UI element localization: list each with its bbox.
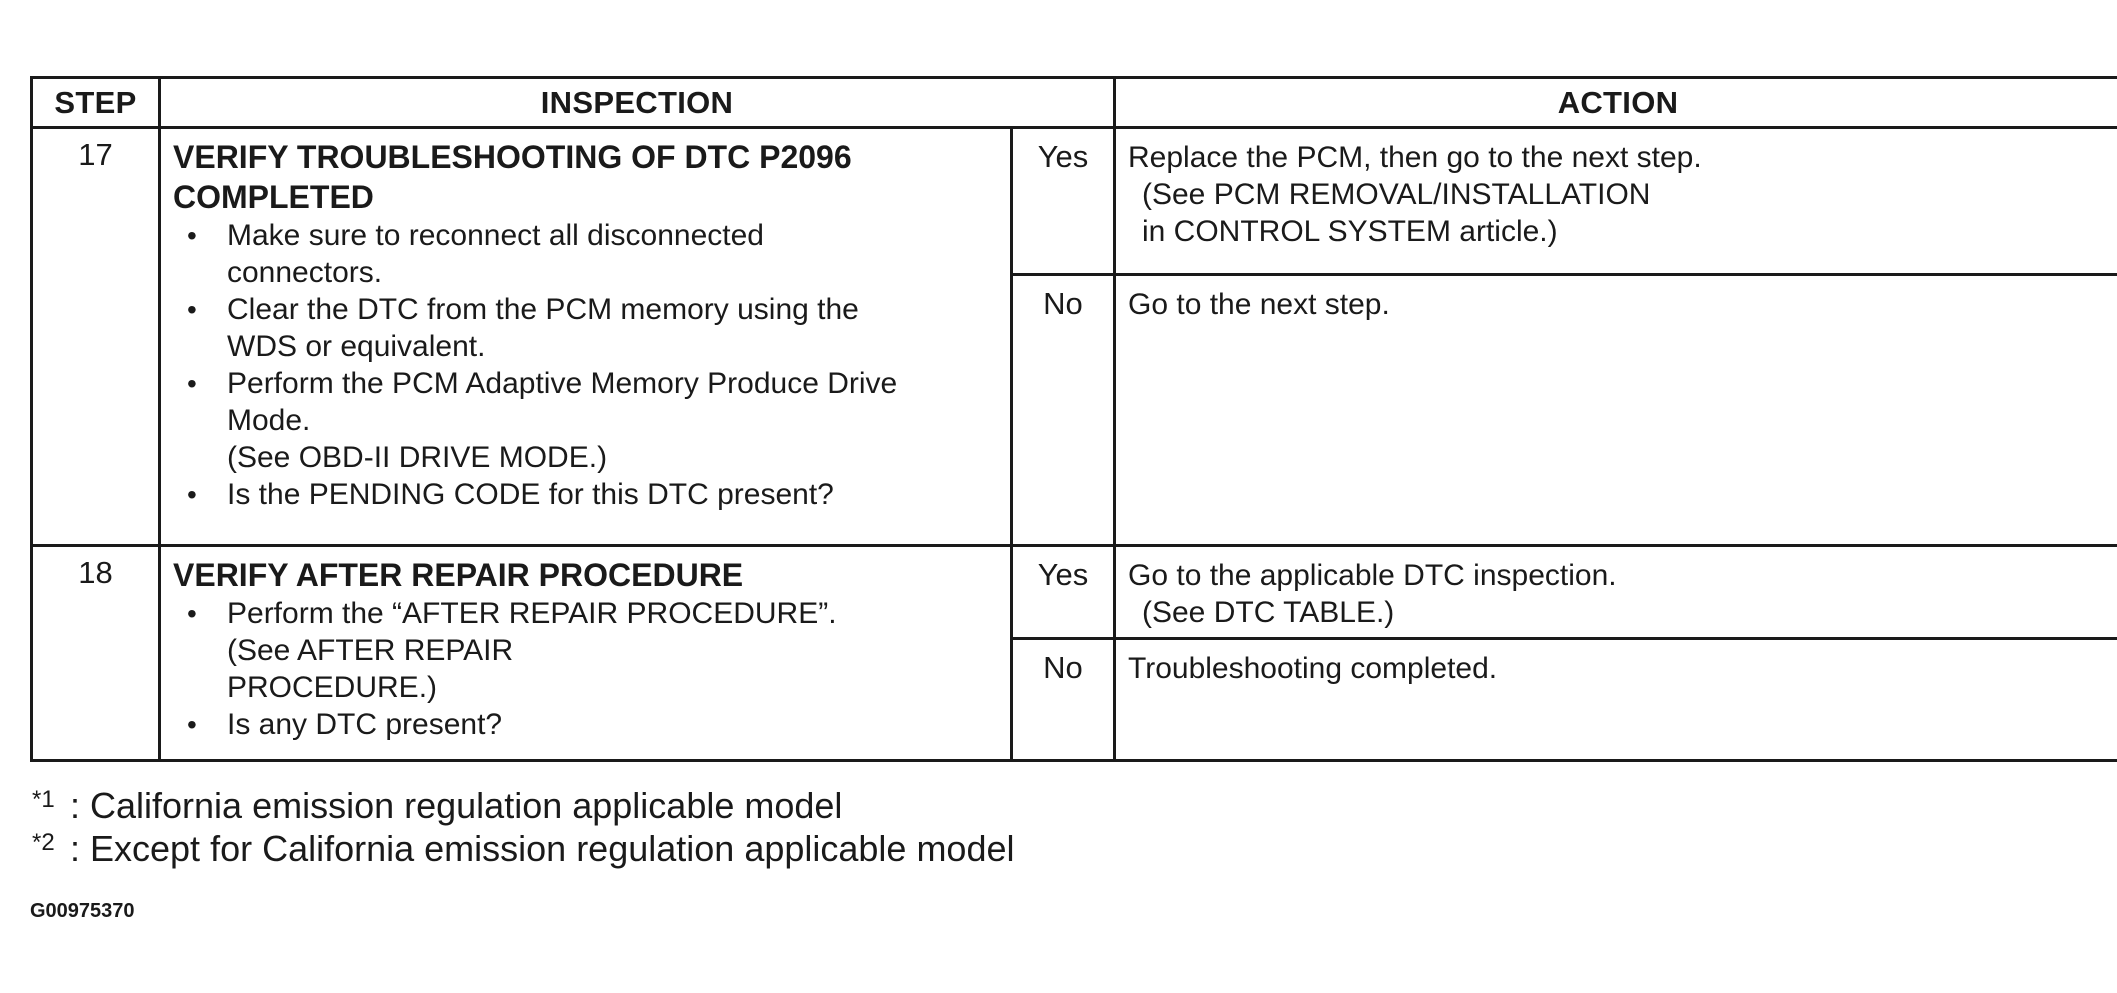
action-text: Go to the applicable DTC inspection. xyxy=(1128,559,1617,592)
inspection-title: VERIFY AFTER REPAIR PROCEDURE xyxy=(173,557,744,593)
header-step: STEP xyxy=(30,76,161,129)
yes-label: Yes xyxy=(1010,544,1116,640)
inspection-cell: VERIFY TROUBLESHOOTING OF DTC P2096 COMP… xyxy=(158,126,1013,547)
step-number: 18 xyxy=(30,544,161,762)
footnote: *2 : Except for California emission regu… xyxy=(30,827,1015,870)
inspection-title: COMPLETED xyxy=(173,179,374,215)
yes-action: Go to the applicable DTC inspection. (Se… xyxy=(1113,544,2117,640)
diagnostic-table: STEP INSPECTION ACTION 17 VERIFY TROUBLE… xyxy=(30,76,2117,762)
yes-action: Replace the PCM, then go to the next ste… xyxy=(1113,126,2117,276)
step-number: 17 xyxy=(30,126,161,547)
header-inspection: INSPECTION xyxy=(158,76,1116,129)
list-item: (See AFTER REPAIR PROCEDURE.) xyxy=(227,634,514,704)
inspection-cell: VERIFY AFTER REPAIR PROCEDURE Perform th… xyxy=(158,544,1013,762)
list-item: Clear the DTC from the PCM memory using … xyxy=(187,291,927,365)
footnotes: *1 : California emission regulation appl… xyxy=(30,784,1015,870)
footnote-marker: *1 xyxy=(32,786,55,813)
action-text: Replace the PCM, then go to the next ste… xyxy=(1128,141,1702,174)
footnote-marker: *2 xyxy=(32,829,55,856)
figure-id: G00975370 xyxy=(30,900,135,922)
list-item: (See OBD-II DRIVE MODE.) xyxy=(227,441,608,474)
footnote-text: : Except for California emission regulat… xyxy=(70,828,1015,869)
table-row: 17 VERIFY TROUBLESHOOTING OF DTC P2096 C… xyxy=(30,126,2117,547)
table-row: No Troubleshooting completed. xyxy=(32,637,2117,762)
list-item: Is the PENDING CODE for this DTC present… xyxy=(187,476,996,513)
no-action: Troubleshooting completed. xyxy=(1113,637,2117,762)
inspection-steps: Make sure to reconnect all disconnected … xyxy=(173,217,996,513)
table-row: 18 VERIFY AFTER REPAIR PROCEDURE Perform… xyxy=(30,544,2117,762)
list-item: Perform the PCM Adaptive Memory Produce … xyxy=(187,365,947,439)
footnote-text: : California emission regulation applica… xyxy=(70,785,843,826)
action-reference: (See DTC TABLE.) xyxy=(1142,596,1395,629)
table-row: No Go to the next step. xyxy=(32,273,2117,547)
list-item: Is any DTC present? xyxy=(187,706,996,743)
yes-label: Yes xyxy=(1010,126,1116,276)
no-action: Go to the next step. xyxy=(1113,273,2117,547)
action-reference: (See PCM REMOVAL/INSTALLATION xyxy=(1142,178,1651,211)
list-item: Perform the “AFTER REPAIR PROCEDURE”. xyxy=(187,595,996,632)
table-header-row: STEP INSPECTION ACTION xyxy=(30,76,2117,129)
no-label: No xyxy=(1010,273,1116,547)
list-item: Make sure to reconnect all disconnected … xyxy=(187,217,867,291)
inspection-steps: Perform the “AFTER REPAIR PROCEDURE”. (S… xyxy=(173,595,996,743)
footnote: *1 : California emission regulation appl… xyxy=(30,784,1015,827)
action-reference: in CONTROL SYSTEM article.) xyxy=(1142,215,1558,248)
inspection-title: VERIFY TROUBLESHOOTING OF DTC P2096 xyxy=(173,139,852,175)
no-label: No xyxy=(1010,637,1116,762)
header-action: ACTION xyxy=(1113,76,2117,129)
